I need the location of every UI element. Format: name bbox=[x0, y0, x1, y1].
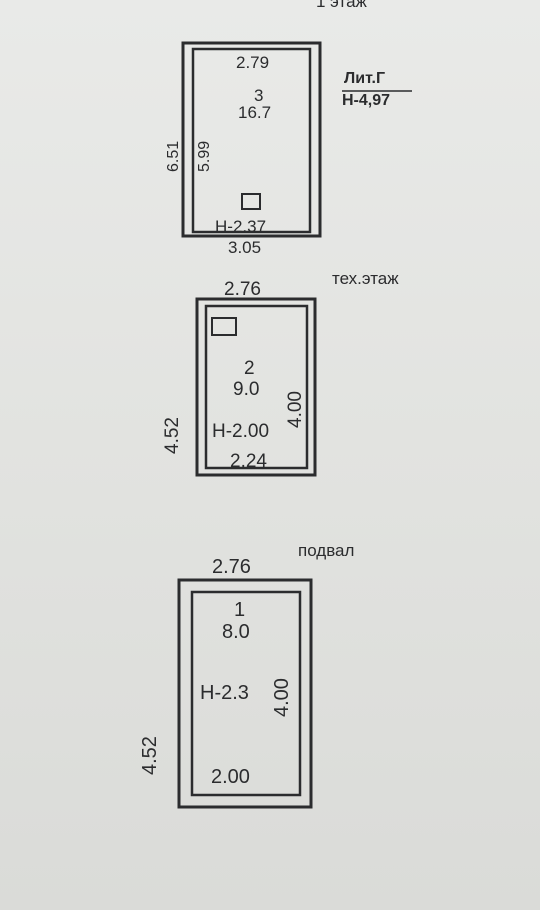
tech-floor-outer-wall bbox=[195, 297, 317, 477]
basement-dim-bottom: 2.00 bbox=[211, 766, 250, 788]
basement-area: 8.0 bbox=[222, 621, 250, 643]
tech-floor-height: Н-2.00 bbox=[212, 421, 270, 442]
first-floor-dim-left-outer: 6.51 bbox=[165, 140, 182, 172]
first-floor-area: 16.7 bbox=[238, 103, 272, 122]
tech-floor-dim-top: 2.76 bbox=[224, 279, 261, 300]
tech-floor-dim-right: 4.00 bbox=[285, 391, 306, 428]
first-floor-dim-left-inner: 5.99 bbox=[196, 140, 213, 172]
plan-tech-floor bbox=[195, 297, 317, 477]
first-floor-outer-wall bbox=[181, 41, 322, 238]
basement-dim-right: 4.00 bbox=[271, 678, 293, 717]
basement-dim-top: 2.76 bbox=[212, 556, 251, 578]
tech-floor-inner-wall bbox=[204, 304, 309, 470]
basement-title: подвал bbox=[298, 541, 355, 560]
tech-floor-dim-bottom: 2.24 bbox=[230, 451, 267, 472]
tech-floor-dim-left: 4.52 bbox=[162, 417, 183, 454]
basement-height: Н-2.3 bbox=[200, 682, 249, 704]
tech-floor-room-number: 2 bbox=[244, 358, 255, 379]
basement-room-number: 1 bbox=[234, 599, 246, 621]
plan-first-floor bbox=[181, 41, 412, 238]
first-floor-stair-opening bbox=[241, 193, 261, 210]
tech-floor-area: 9.0 bbox=[233, 379, 260, 400]
lit-height: Н-4,97 bbox=[342, 92, 391, 109]
first-floor-dim-top: 2.79 bbox=[236, 53, 270, 72]
basement-outer-wall bbox=[177, 578, 313, 809]
first-floor-room-number: 3 bbox=[254, 86, 264, 105]
first-floor-inner-wall bbox=[191, 47, 312, 234]
first-floor-dim-bottom: 3.05 bbox=[228, 238, 262, 257]
basement-inner-wall bbox=[190, 590, 302, 797]
first-floor-title: 1 этаж bbox=[316, 0, 367, 11]
plan-basement bbox=[177, 578, 313, 809]
basement-dim-left: 4.52 bbox=[139, 736, 161, 775]
first-floor-height: Н-2.37 bbox=[215, 217, 267, 236]
tech-floor-hatch bbox=[211, 317, 237, 336]
tech-floor-title: тех.этаж bbox=[332, 269, 399, 288]
lit-label: Лит.Г bbox=[344, 70, 386, 87]
